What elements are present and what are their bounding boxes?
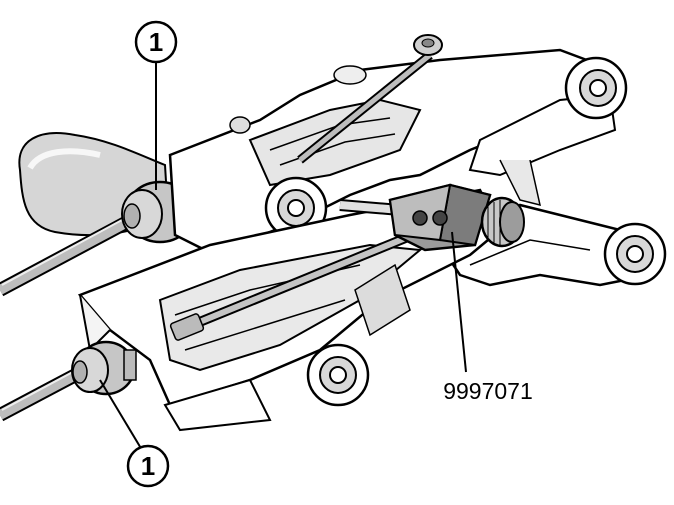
shift-rod <box>169 223 432 341</box>
lower-cable-sleeve <box>71 340 137 396</box>
tool-callout: 9997071 <box>443 231 533 404</box>
bushing-right <box>603 222 667 286</box>
lower-cable <box>0 363 89 422</box>
locking-tool-9997071 <box>388 183 525 252</box>
upper-rod <box>339 199 401 216</box>
callout-1-top: 1 <box>134 20 178 190</box>
bushing-bottom <box>306 343 370 407</box>
tool-number-label: 9997071 <box>443 378 533 404</box>
callout-1-top-label: 1 <box>149 27 163 57</box>
callout-1-bottom: 1 <box>99 379 170 488</box>
callout-1-bottom-label: 1 <box>141 451 155 481</box>
bushing-top-right <box>564 56 628 120</box>
upper-cable <box>0 211 139 297</box>
